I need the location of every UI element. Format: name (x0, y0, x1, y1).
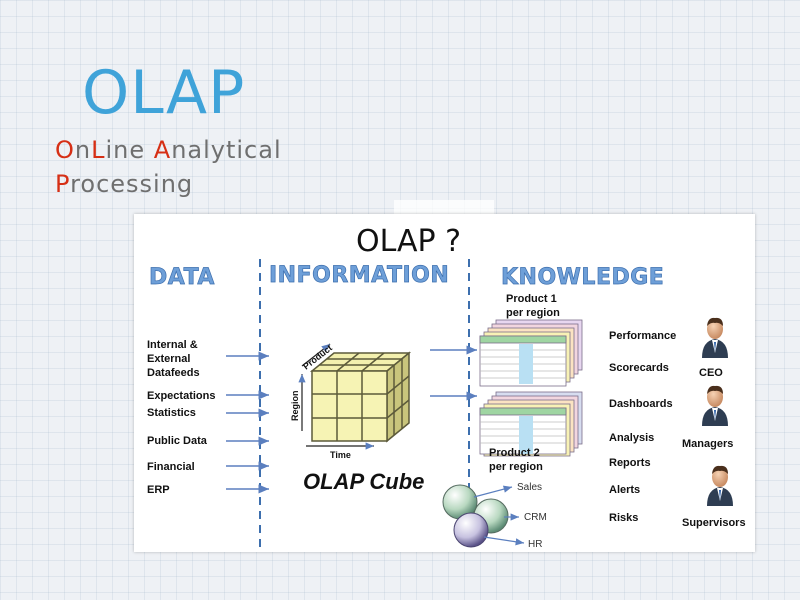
managers-person-icon (702, 385, 728, 426)
subtitle-line-2: Processing (55, 167, 282, 201)
subtitle-text-segment: A (153, 136, 172, 164)
olap-diagram: OLAP ? DATA INFORMATION KNOWLEDGE Intern… (147, 224, 746, 552)
ceo-person-icon (702, 317, 728, 358)
data-source-label: Statistics (147, 407, 196, 419)
subtitle-text-segment: L (91, 136, 106, 164)
olap-cube (309, 351, 412, 443)
role-label-supervisors: Supervisors (682, 517, 746, 529)
role-label-ceo: CEO (699, 367, 723, 379)
knowledge-item: Scorecards (609, 362, 669, 374)
arrow (473, 485, 513, 498)
data-source-label: Internal & External Datafeeds (147, 339, 201, 379)
section-information-heading: INFORMATION (269, 263, 449, 288)
knowledge-list: Performance Scorecards Dashboards Analys… (609, 330, 676, 524)
section-knowledge-heading: KNOWLEDGE (501, 265, 664, 290)
bubble-label-crm: CRM (524, 512, 547, 523)
subtitle-text-segment: O (55, 136, 75, 164)
knowledge-item: Dashboards (609, 398, 673, 410)
data-arrows (226, 351, 269, 494)
cube-axes (298, 343, 374, 450)
data-source-list: Internal & External Datafeeds Expectatio… (147, 339, 215, 496)
bubble-label-hr: HR (528, 539, 542, 550)
slide-subtitle: OnLine Analytical Processing (55, 133, 282, 201)
bubble-label-sales: Sales (517, 482, 542, 493)
bubble-arrows (473, 485, 525, 546)
knowledge-item: Risks (609, 512, 638, 524)
knowledge-item: Alerts (609, 484, 640, 496)
data-source-label: Financial (147, 461, 195, 473)
olap-diagram-image: OLAP ? DATA INFORMATION KNOWLEDGE Intern… (134, 214, 755, 552)
cube-axis-region: Region (290, 391, 300, 422)
report-1-label: Product 1 per region (506, 293, 560, 319)
supervisors-person-icon (707, 465, 733, 506)
bubble-cluster (442, 484, 509, 548)
report-2-label: Product 2 per region (489, 447, 543, 473)
subtitle-text-segment: n (74, 136, 92, 164)
section-data-heading: DATA (149, 265, 215, 290)
role-label-managers: Managers (682, 438, 733, 450)
knowledge-item: Analysis (609, 432, 654, 444)
subtitle-text-segment: rocessing (70, 170, 194, 198)
subtitle-text-segment: nalytical (171, 136, 282, 164)
diagram-title: OLAP ? (356, 224, 461, 259)
report-stack-1 (479, 319, 583, 387)
arrow (483, 536, 525, 546)
slide-title: OLAP (82, 58, 246, 128)
knowledge-item: Performance (609, 330, 676, 342)
cube-label: OLAP Cube (303, 469, 424, 494)
data-source-label: ERP (147, 484, 170, 496)
subtitle-text-segment: P (55, 170, 71, 198)
cube-axis-time: Time (330, 450, 351, 460)
subtitle-text-segment: ine (105, 136, 154, 164)
knowledge-item: Reports (609, 457, 651, 469)
subtitle-line-1: OnLine Analytical (55, 133, 282, 167)
cube-arrows (430, 345, 477, 401)
data-source-label: Public Data (147, 435, 208, 447)
data-source-label: Expectations (147, 390, 215, 402)
report-stack-2 (479, 391, 583, 457)
